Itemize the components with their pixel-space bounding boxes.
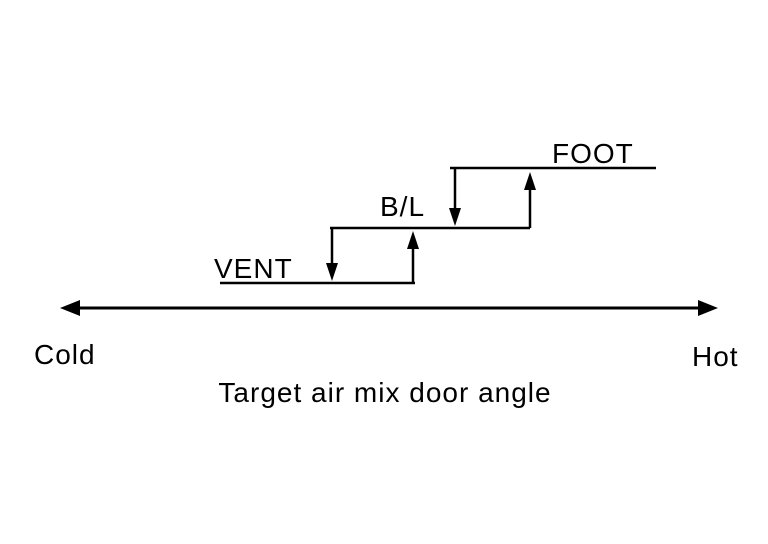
axis-left-arrowhead-icon [60,300,80,316]
axis-hot-label: Hot [692,341,739,372]
bl-label: B/L [380,191,425,222]
up-arrow-bl-to-foot-head-icon [524,172,536,190]
axis-right-arrowhead-icon [698,300,718,316]
vent-label: VENT [214,253,293,284]
foot-label: FOOT [552,138,634,169]
up-arrow-vent-to-bl-head-icon [407,231,419,249]
down-arrow-bl-to-vent-head-icon [326,263,338,281]
down-arrow-foot-to-bl-head-icon [449,208,461,226]
axis-cold-label: Cold [34,339,96,370]
diagram-title: Target air mix door angle [218,377,551,408]
